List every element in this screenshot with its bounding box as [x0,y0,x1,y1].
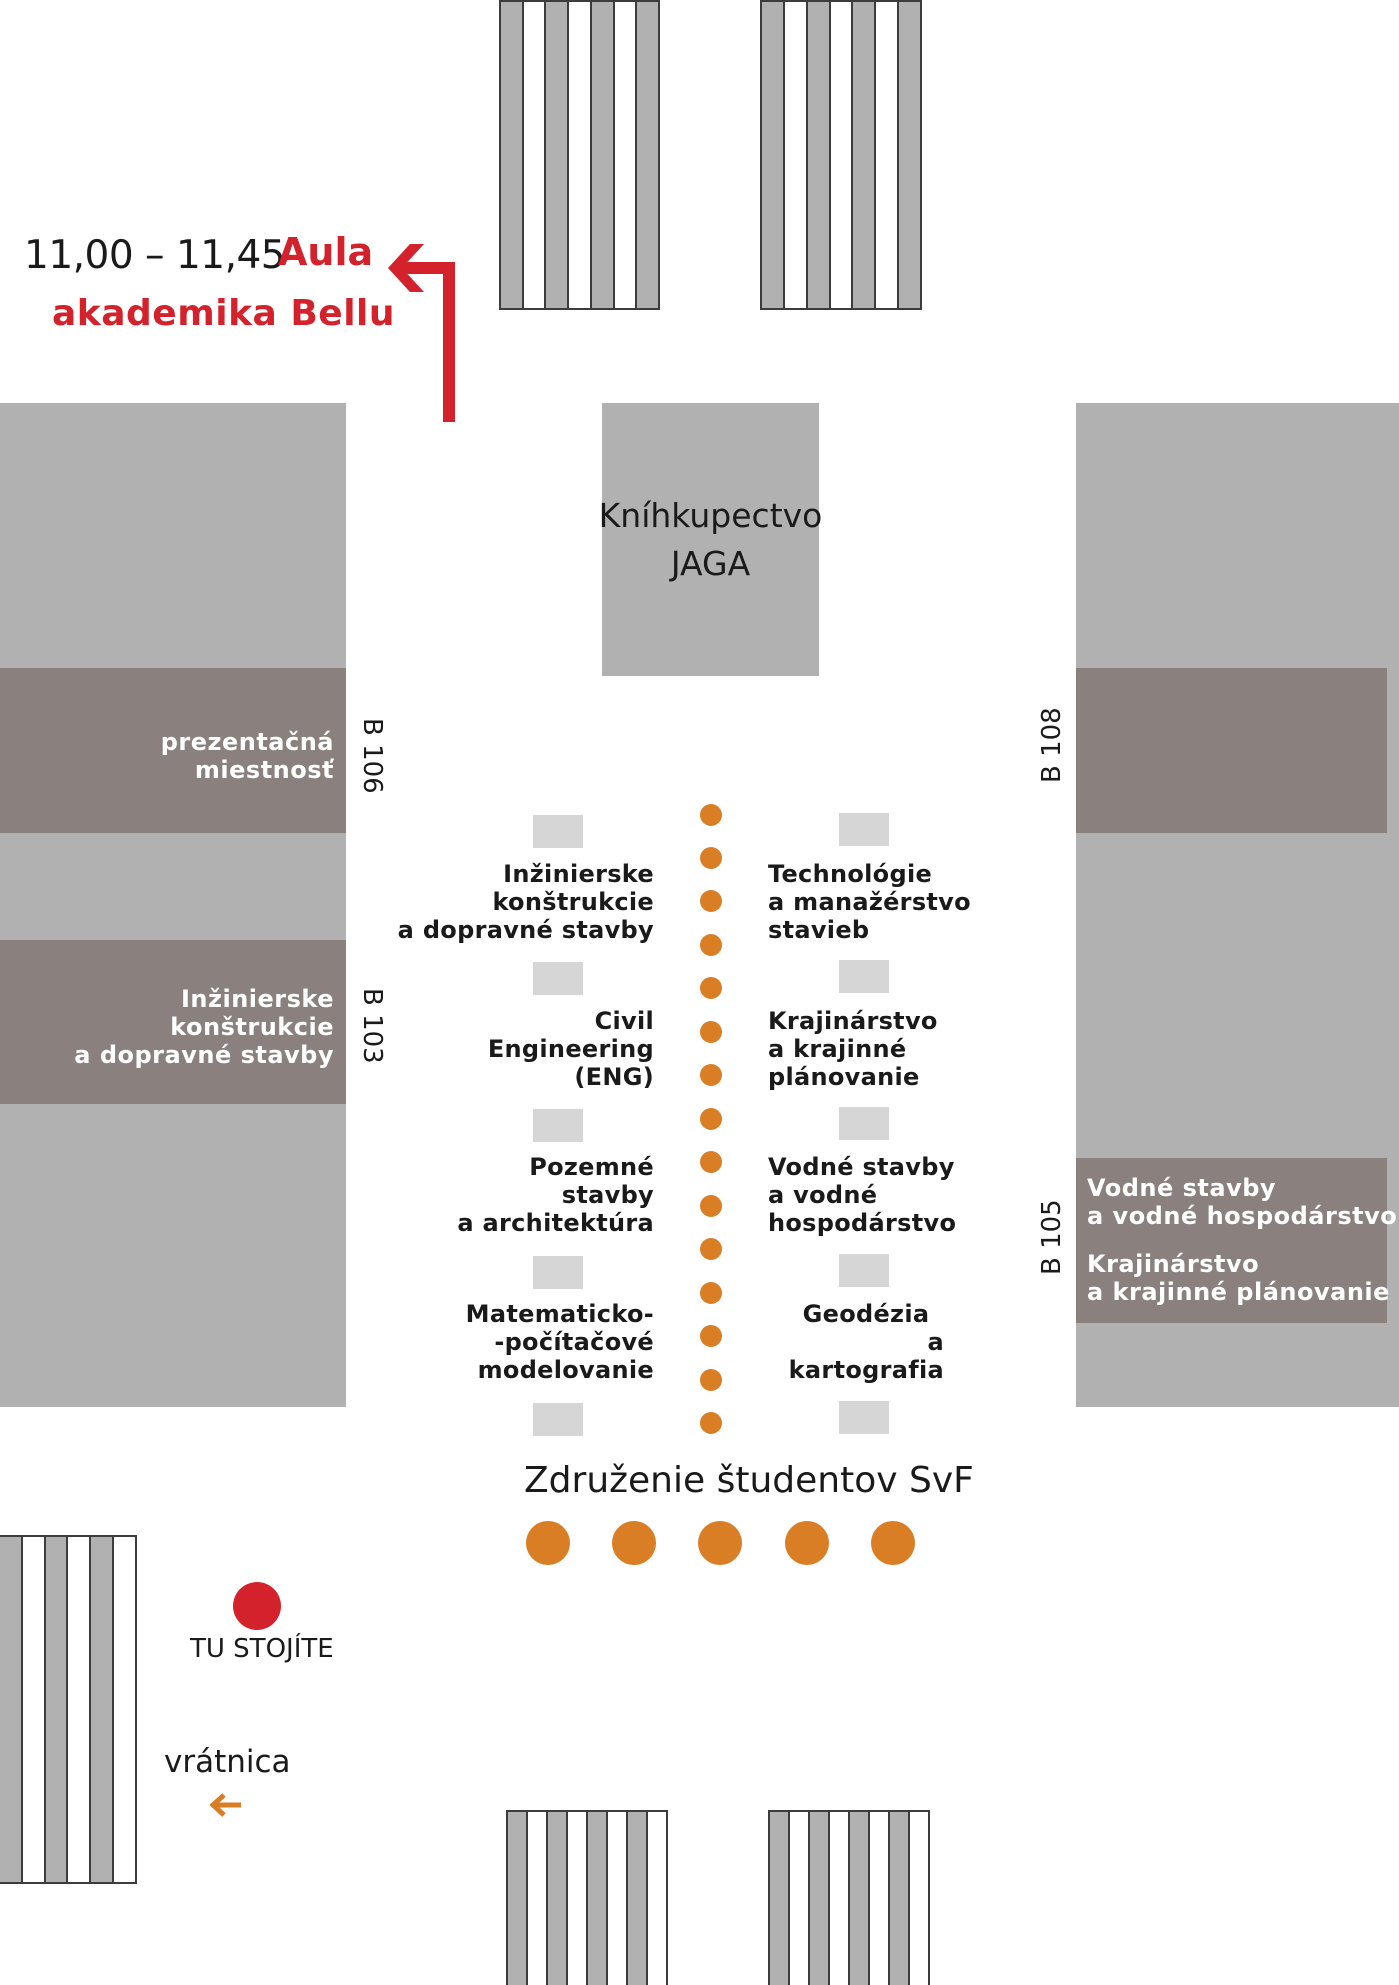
path-dot-3 [700,890,722,912]
arrow-up-left-icon [388,244,455,422]
path-dot-14 [700,1369,722,1391]
bookstore-brand: JAGA [670,543,751,583]
aula-subtitle: akademika Bellu [52,293,395,334]
stand-table-left-2 [533,962,583,995]
porter-label: vrátnica [164,1744,291,1780]
student-union-dot-3 [698,1521,742,1565]
student-union-dot-2 [612,1521,656,1565]
path-dot-2 [700,847,722,869]
room-b103-block [0,940,346,1104]
path-dot-11 [700,1238,722,1260]
path-dot-5 [700,977,722,999]
room-b105-block [1076,1158,1387,1323]
room-b108-label: B 108 [1037,707,1067,783]
path-dot-15 [700,1412,722,1434]
path-dot-9 [700,1151,722,1173]
room-b106-block [0,668,346,833]
you-are-here-label: TU STOJÍTE [190,1634,334,1664]
aula-title: Aula [278,230,374,274]
stand-table-right-5 [839,1401,889,1434]
engineering-room-label: Inžinierske konštrukcie a dopravné stavb… [74,985,334,1069]
stairs-top-left [499,0,660,310]
path-dot-7 [700,1064,722,1086]
stand-table-right-1 [839,813,889,846]
stairs-bottom-right [768,1810,930,1985]
left-building [0,403,346,1407]
stand-table-left-1 [533,815,583,848]
stand-table-right-4 [839,1254,889,1287]
stand-table-right-2 [839,960,889,993]
aula-time: 11,00 – 11,45 [24,233,286,278]
stand-table-left-4 [533,1256,583,1289]
stairs-top-right [760,0,922,310]
student-union-dot-4 [785,1521,829,1565]
bookstore-name: Kníhkupectvo [598,495,823,535]
path-dot-1 [700,804,722,826]
stand-table-left-3 [533,1109,583,1142]
stand-table-left-5 [533,1403,583,1436]
stairs-bottom-left [506,1810,668,1985]
path-dot-12 [700,1282,722,1304]
path-dot-10 [700,1195,722,1217]
water-landscape-room-label: Vodné stavby a vodné hospodárstvo Krajin… [1087,1174,1398,1306]
you-are-here-dot-icon [233,1582,281,1630]
presentation-room-label: prezentačná miestnosť [160,728,334,784]
student-union-dot-1 [526,1521,570,1565]
stand-table-right-3 [839,1107,889,1140]
student-union-label: Združenie študentov SvF [524,1460,974,1501]
room-b108-block [1076,668,1387,833]
stairs-bottom-left-side [0,1535,137,1884]
path-dot-8 [700,1108,722,1130]
bookstore-block: Kníhkupectvo JAGA [599,403,822,676]
arrow-left-icon [209,1793,241,1817]
path-dot-4 [700,934,722,956]
path-dot-6 [700,1021,722,1043]
student-union-dot-5 [871,1521,915,1565]
path-dot-13 [700,1325,722,1347]
room-b106-label: B 106 [357,718,387,794]
room-b105-label: B 105 [1037,1199,1067,1275]
